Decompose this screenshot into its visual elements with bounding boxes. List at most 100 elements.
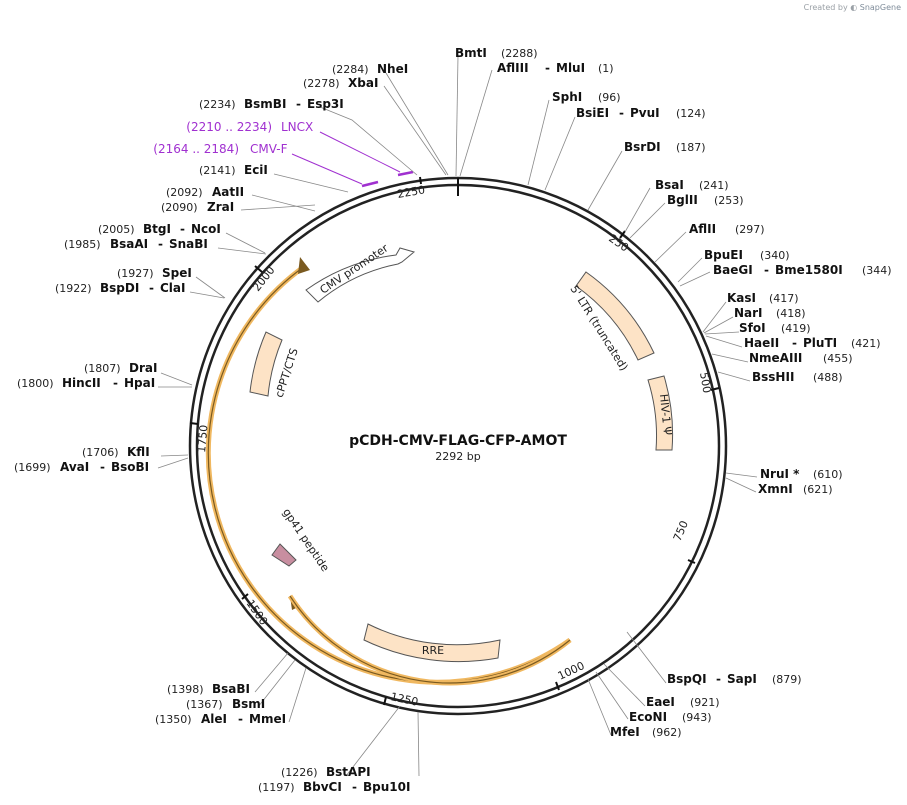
svg-text:-: -	[113, 376, 118, 390]
primer-lncx-range[interactable]: (2210 .. 2234)	[186, 120, 272, 134]
svg-text:(1398): (1398)	[167, 683, 204, 696]
feature-cppt-cts[interactable]: cPPT/CTS	[249, 331, 301, 399]
svg-text:BglII: BglII	[667, 193, 698, 207]
svg-text:-: -	[158, 237, 163, 251]
site-bpuei[interactable]: BpuEI (340)	[704, 248, 790, 262]
svg-text:BsaBI: BsaBI	[212, 682, 250, 696]
svg-text:XmnI: XmnI	[758, 482, 793, 496]
site-btgi-ncoi[interactable]: (2005) BtgI - NcoI	[98, 222, 221, 236]
svg-text:MmeI: MmeI	[249, 712, 286, 726]
svg-text:BpuEI: BpuEI	[704, 248, 743, 262]
svg-text:-: -	[296, 97, 301, 111]
svg-text:BspDI: BspDI	[100, 281, 139, 295]
site-bspqi-sapi[interactable]: BspQI - SapI (879)	[667, 672, 802, 686]
feature-5-ltr[interactable]: 5' LTR (truncated)	[567, 271, 655, 373]
site-sfoi[interactable]: SfoI (419)	[739, 321, 811, 335]
svg-text:(1922): (1922)	[55, 282, 92, 295]
svg-text:AatII: AatII	[212, 185, 244, 199]
site-bspdi-clai[interactable]: (1922) BspDI - ClaI	[55, 281, 185, 295]
site-drai[interactable]: (1807) DraI	[84, 361, 157, 375]
site-alei-mmei[interactable]: (1350) AleI - MmeI	[155, 712, 286, 726]
svg-text:BbvCI: BbvCI	[303, 780, 342, 794]
site-nrui[interactable]: NruI * (610)	[760, 467, 843, 481]
site-xmni[interactable]: XmnI (621)	[758, 482, 833, 496]
site-nmeaiii[interactable]: NmeAIII (455)	[749, 351, 853, 365]
site-kasi[interactable]: KasI (417)	[727, 291, 799, 305]
primer-lncx-name[interactable]: LNCX	[281, 120, 313, 134]
site-bsmi[interactable]: (1367) BsmI	[186, 697, 265, 711]
site-eaei[interactable]: EaeI (921)	[646, 695, 720, 709]
svg-text:(2288): (2288)	[501, 47, 538, 60]
credit-brand: SnapGene	[859, 3, 901, 12]
svg-text:ClaI: ClaI	[160, 281, 185, 295]
site-aatii[interactable]: (2092) AatII	[166, 185, 244, 199]
feature-cmv-promoter[interactable]: CMV promoter	[305, 241, 416, 303]
svg-text:NarI: NarI	[734, 306, 763, 320]
site-nhei[interactable]: (2284) NheI	[332, 62, 408, 76]
primer-cmvf-name[interactable]: CMV-F	[250, 142, 288, 156]
site-haeii-pluti[interactable]: HaeII - PluTI (421)	[744, 336, 881, 350]
feature-hiv-psi[interactable]: HIV-1 Ψ	[647, 375, 674, 451]
primer-lncx-leader	[319, 131, 401, 173]
site-bstapi[interactable]: BstAPI (1226)	[281, 765, 371, 779]
svg-text:Bme1580I: Bme1580I	[775, 263, 843, 277]
feature-rre[interactable]: RRE	[363, 623, 501, 663]
site-afliii-mlui[interactable]: AflIII - MluI (1)	[497, 61, 614, 75]
restriction-sites: BmtI (2288) AflIII - MluI (1) SphI (96) …	[14, 46, 892, 794]
site-bbvci-bpu10i[interactable]: (1197) BbvCI - Bpu10I	[258, 780, 410, 794]
site-bsshii[interactable]: BssHII (488)	[752, 370, 843, 384]
site-nari[interactable]: NarI (418)	[734, 306, 806, 320]
site-bsiei-pvui[interactable]: BsiEI - PvuI (124)	[576, 106, 706, 120]
svg-text:(1197): (1197)	[258, 781, 295, 794]
svg-text:BsaAI: BsaAI	[110, 237, 148, 251]
site-mfei[interactable]: MfeI (962)	[610, 725, 682, 739]
site-bsai[interactable]: BsaI (241)	[655, 178, 729, 192]
svg-text:BssHII: BssHII	[752, 370, 794, 384]
svg-text:BtgI: BtgI	[143, 222, 171, 236]
site-avai-bsobi[interactable]: (1699) AvaI - BsoBI	[14, 460, 149, 474]
site-leader-lines	[157, 55, 758, 777]
gp41-arrow	[271, 543, 297, 567]
site-ecii[interactable]: (2141) EciI	[199, 163, 268, 177]
site-bsabi[interactable]: (1398) BsaBI	[167, 682, 250, 696]
site-bglii[interactable]: BglII (253)	[667, 193, 744, 207]
svg-text:(2284): (2284)	[332, 63, 369, 76]
svg-text:(96): (96)	[598, 91, 621, 104]
tick-label-1000: 1000	[556, 659, 587, 683]
site-spei[interactable]: (1927) SpeI	[117, 266, 192, 280]
site-bsmbi-esp3i[interactable]: (2234) BsmBI - Esp3I	[199, 97, 344, 111]
site-kfli[interactable]: (1706) KflI	[82, 445, 150, 459]
svg-text:(297): (297)	[735, 223, 765, 236]
svg-text:(1800): (1800)	[17, 377, 54, 390]
site-hincii-hpai[interactable]: (1800) HincII - HpaI	[17, 376, 155, 390]
tick-label-750: 750	[671, 519, 691, 543]
site-bsrdi[interactable]: BsrDI (187)	[624, 140, 706, 154]
svg-text:ZraI: ZraI	[207, 200, 234, 214]
svg-text:MluI: MluI	[556, 61, 585, 75]
svg-text:(124): (124)	[676, 107, 706, 120]
site-bsaai-snabi[interactable]: (1985) BsaAI - SnaBI	[64, 237, 208, 251]
svg-text:(921): (921)	[690, 696, 720, 709]
site-xbai[interactable]: (2278) XbaI	[303, 76, 378, 90]
site-baegi-bme1580i[interactable]: BaeGI - Bme1580I (344)	[713, 263, 892, 277]
snapgene-credit: Created by ◐ SnapGene	[804, 3, 901, 12]
primer-cmvf-range[interactable]: (2164 .. 2184)	[153, 142, 239, 156]
site-aflii[interactable]: AflII (297)	[689, 222, 765, 236]
svg-text:(1350): (1350)	[155, 713, 192, 726]
site-zrai[interactable]: (2090) ZraI	[161, 200, 234, 214]
site-sphi[interactable]: SphI (96)	[552, 90, 621, 104]
orf-arrowhead-top	[298, 257, 310, 274]
svg-text:HaeII: HaeII	[744, 336, 779, 350]
svg-text:EcoNI: EcoNI	[629, 710, 667, 724]
site-econi[interactable]: EcoNI (943)	[629, 710, 712, 724]
snapgene-logo-icon: ◐	[850, 3, 858, 12]
site-bmti[interactable]: BmtI (2288)	[455, 46, 538, 60]
feature-gp41[interactable]: gp41 peptide	[271, 506, 332, 574]
svg-text:HpaI: HpaI	[124, 376, 155, 390]
svg-text:(344): (344)	[862, 264, 892, 277]
svg-text:SnaBI: SnaBI	[169, 237, 208, 251]
svg-text:(488): (488)	[813, 371, 843, 384]
svg-text:(2092): (2092)	[166, 186, 203, 199]
tick-label-1750: 1750	[195, 424, 210, 453]
svg-text:KasI: KasI	[727, 291, 756, 305]
